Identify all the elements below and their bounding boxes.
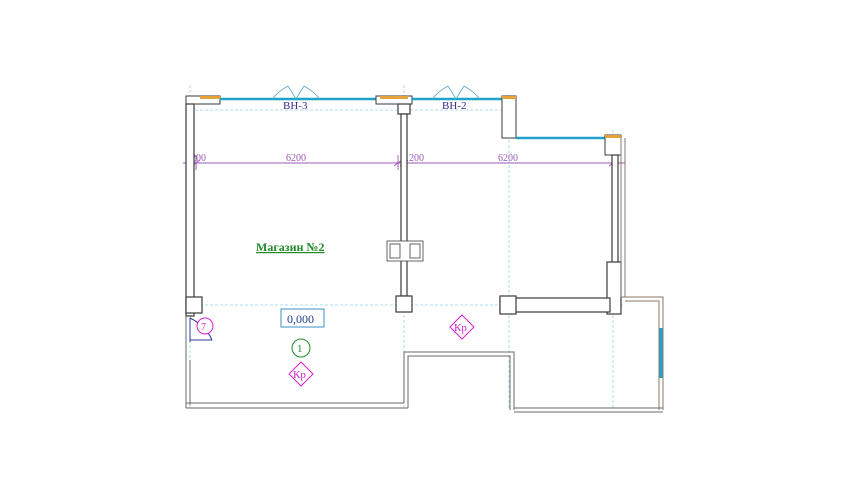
level-box (280, 308, 325, 328)
dimension-6200-right: 6200 (498, 153, 518, 164)
right-outer-wall (620, 138, 664, 410)
dimension-200-left: 200 (191, 153, 206, 164)
top-wall (185, 95, 622, 156)
room-column (386, 240, 424, 262)
kr-marker-1-label: Кр (293, 369, 306, 381)
window-label-right: ВН-2 (442, 100, 466, 112)
marker-7-label: 7 (201, 322, 206, 333)
marker-7-circle (196, 317, 214, 335)
window-swing-marks (271, 85, 481, 100)
bottom-walls (185, 316, 663, 413)
kr-marker-1 (288, 361, 314, 387)
dimension-200-mid: 200 (409, 153, 424, 164)
room-number-circle (291, 338, 311, 358)
room-number: 1 (297, 343, 303, 355)
room-name: Магазин №2 (256, 240, 324, 254)
dimension-6200-left: 6200 (286, 153, 306, 164)
level-value: 0,000 (287, 312, 314, 326)
window-label-left: ВН-3 (283, 100, 308, 112)
kr-marker-2 (449, 314, 475, 340)
kr-marker-2-label: Кр (454, 322, 467, 334)
walls (185, 103, 622, 317)
